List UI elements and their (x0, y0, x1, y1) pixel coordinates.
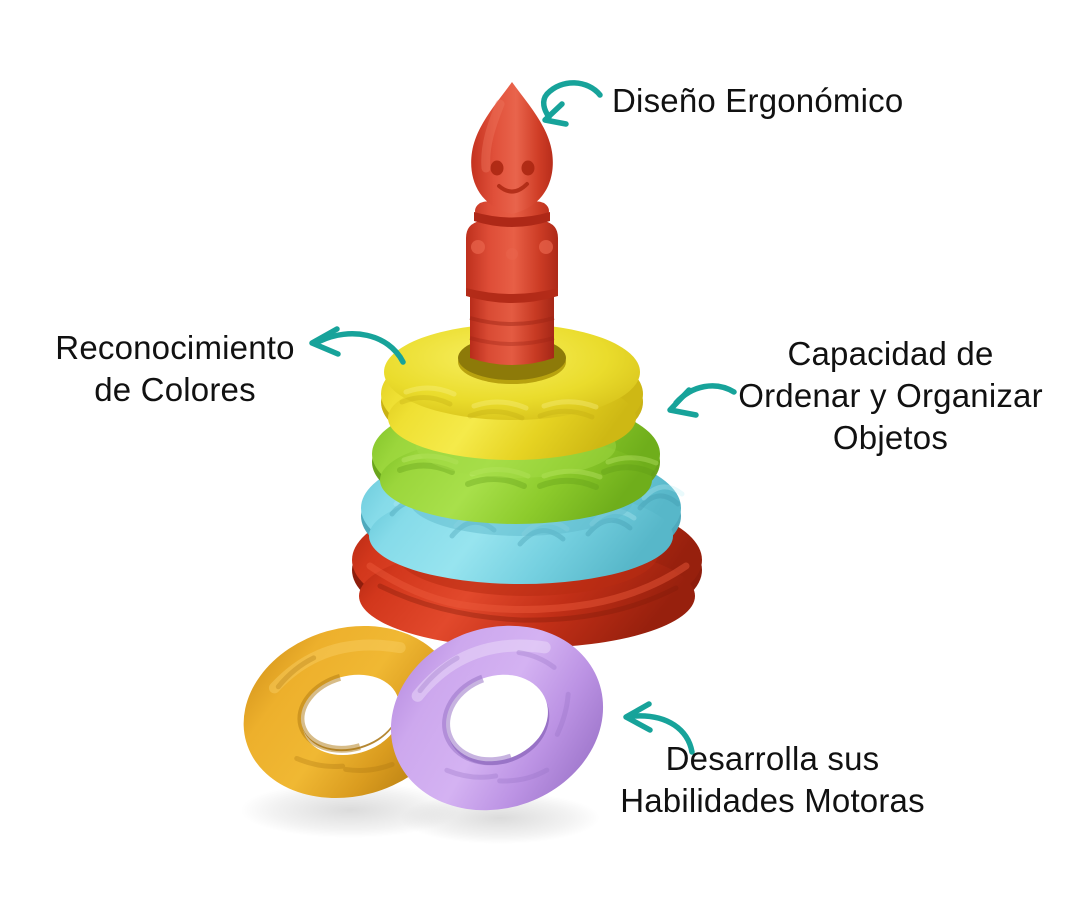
red-character-topper (466, 82, 558, 365)
annotation-motor-skills: Desarrolla sus Habilidades Motoras (620, 740, 925, 820)
annotation-sorting-ability: Capacidad de Ordenar y Organizar Objetos (738, 335, 1043, 457)
annotation-color-recognition: Reconocimiento de Colores (55, 329, 295, 409)
purple-ring (390, 625, 604, 844)
annotation-ergonomic-design: Diseño Ergonómico (612, 82, 904, 119)
